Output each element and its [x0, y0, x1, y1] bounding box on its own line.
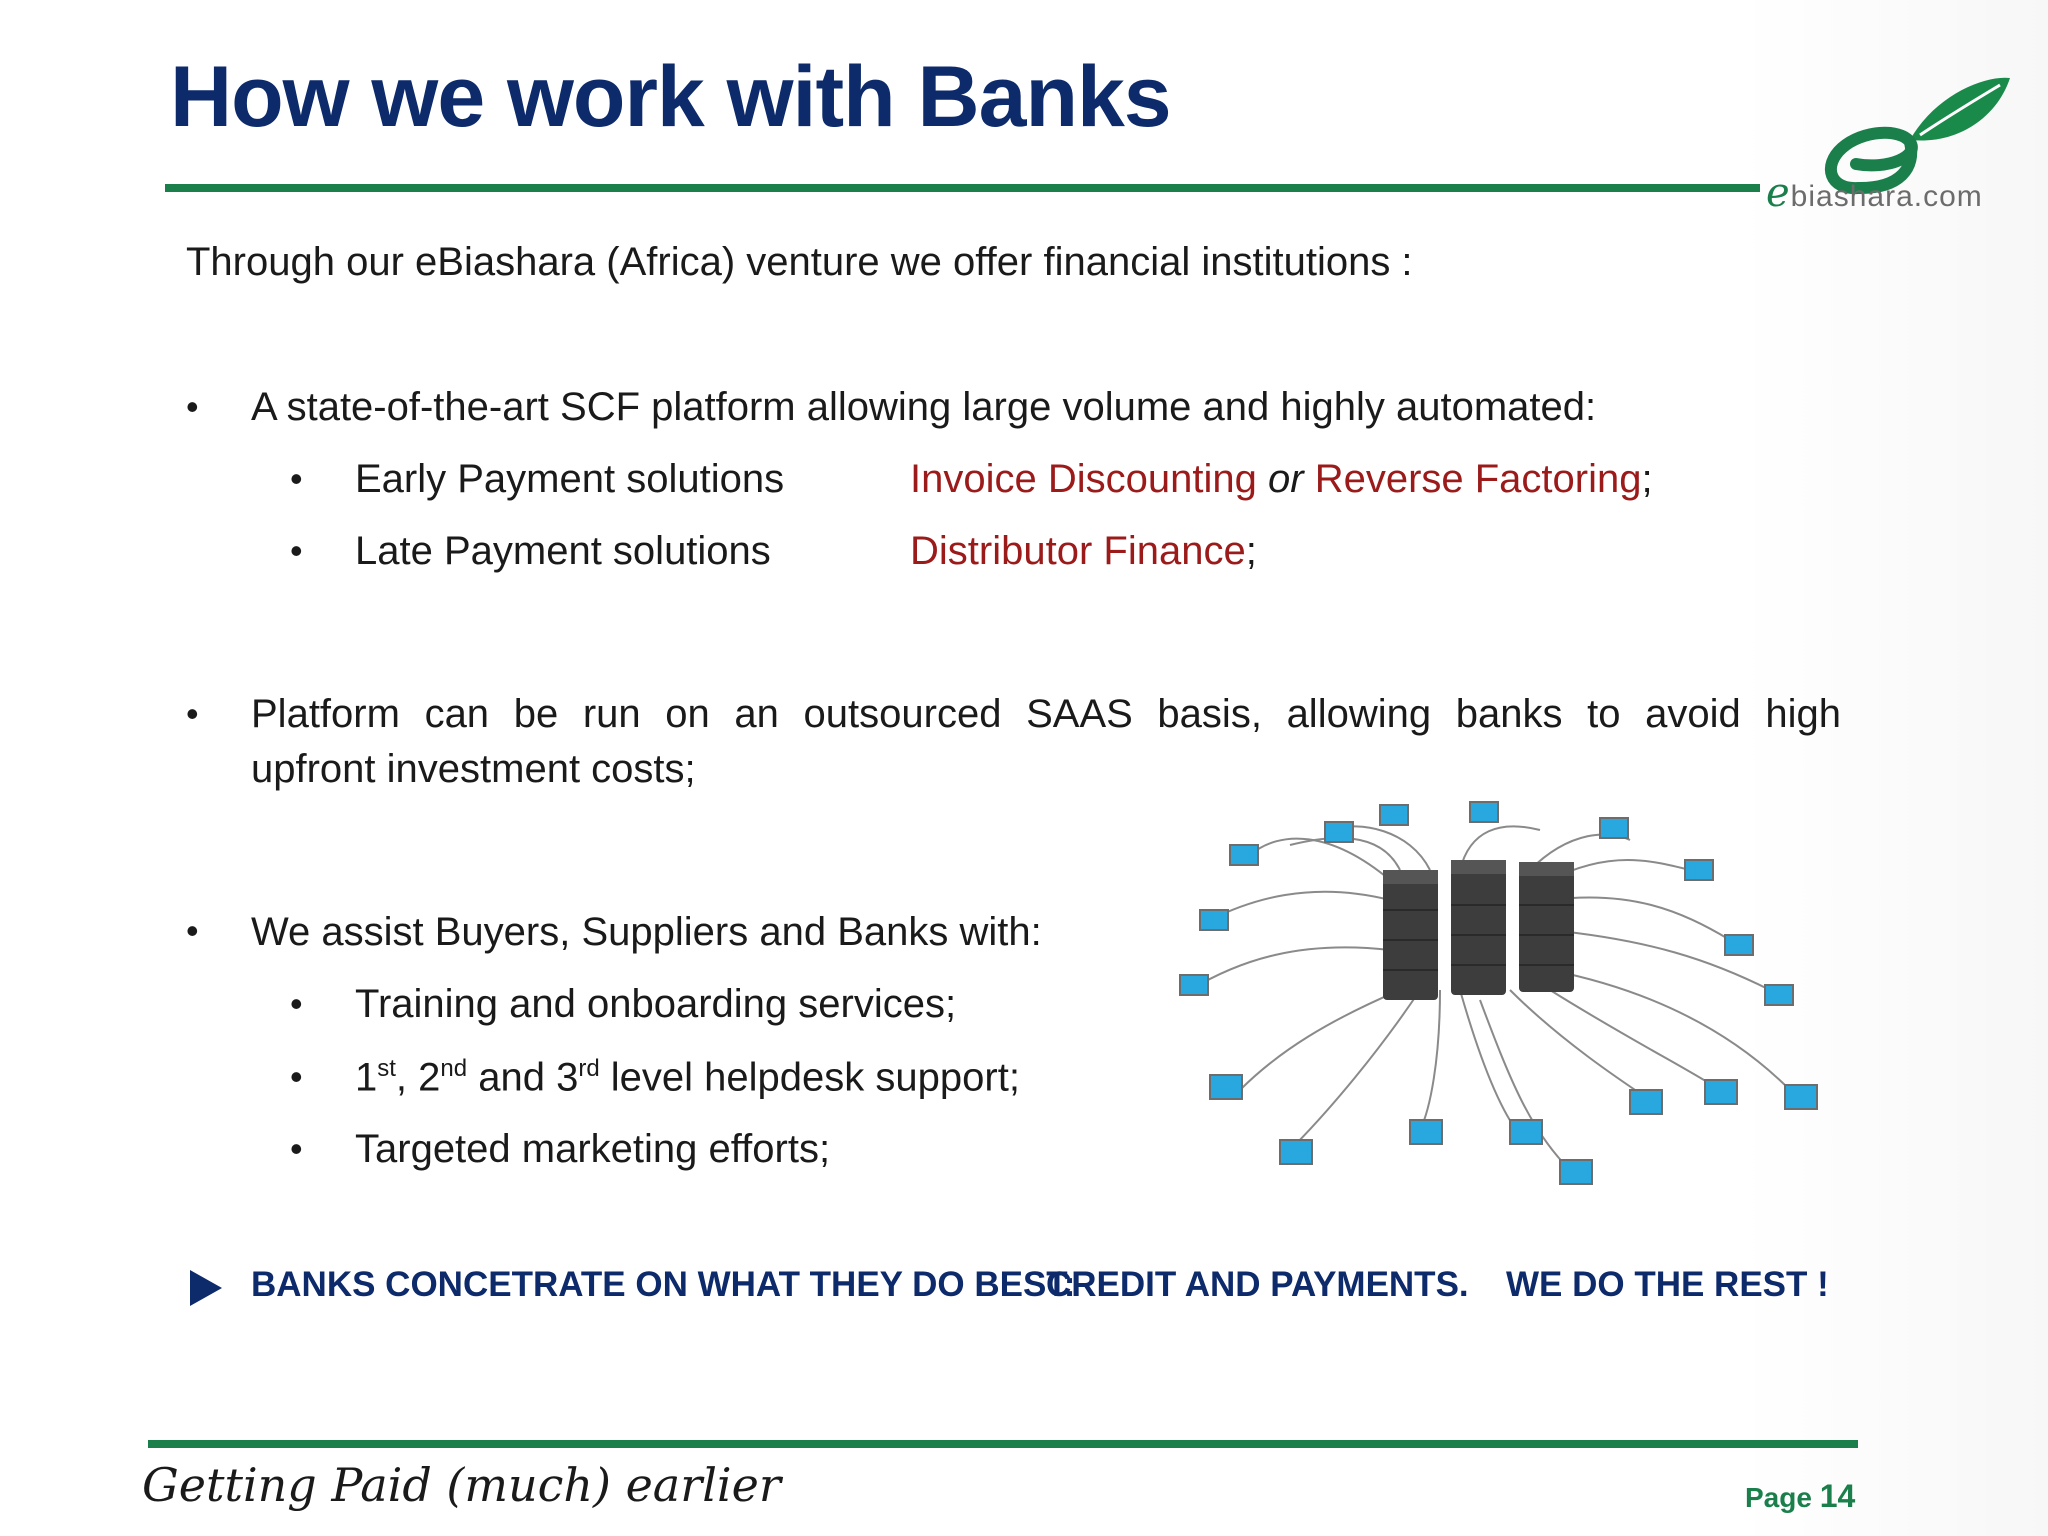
intro-text: Through our eBiashara (Africa) venture w… [186, 240, 1413, 284]
bullet-icon: • [186, 386, 199, 427]
bullet-icon: • [290, 530, 303, 571]
page-number: Page 14 [1745, 1478, 1856, 1514]
assist-bullet: We assist Buyers, Suppliers and Banks wi… [251, 910, 1042, 954]
late-payment-item: Late Payment solutions [355, 529, 771, 574]
footer-divider [148, 1440, 1858, 1448]
helpdesk-item: 1st, 2nd and 3rd level helpdesk support; [355, 1055, 1020, 1100]
callout-part3: WE DO THE REST ! [1506, 1265, 1829, 1304]
platform-bullet: A state-of-the-art SCF platform allowing… [251, 385, 1597, 429]
bullet-icon: • [290, 1128, 303, 1169]
saas-bullet-line2: upfront investment costs; [251, 747, 696, 791]
training-item: Training and onboarding services; [355, 982, 957, 1026]
callout-part2: CREDIT AND PAYMENTS. [1046, 1265, 1469, 1304]
bullet-icon: • [290, 458, 303, 499]
reverse-factoring: Reverse Factoring [1314, 457, 1642, 501]
late-payment-label: Late Payment solutions [355, 529, 771, 573]
connector-or: or [1267, 457, 1304, 501]
bullet-icon: • [290, 983, 303, 1024]
early-payment-products: Invoice Discounting or Reverse Factoring… [910, 457, 1653, 501]
callout-arrow-icon [190, 1270, 222, 1306]
late-payment-products: Distributor Finance; [910, 529, 1257, 573]
footer-tagline: Getting Paid (much) earlier [142, 1458, 781, 1512]
bullet-icon: • [186, 693, 199, 734]
server-network-icon [1179, 801, 1818, 1185]
ebiashara-logo-icon [1825, 77, 2010, 195]
early-payment-item: Early Payment solutions [355, 457, 784, 502]
early-payment-label: Early Payment solutions [355, 457, 785, 501]
page-title: How we work with Banks [170, 49, 1172, 145]
header-divider [165, 184, 1760, 192]
distributor-finance: Distributor Finance [910, 529, 1246, 573]
logo-wordmark: ebiashara.com [1766, 170, 1983, 216]
callout-part1: BANKS CONCETRATE ON WHAT THEY DO BEST: [251, 1265, 1076, 1304]
bullet-icon: • [186, 910, 199, 951]
saas-bullet-line1: Platform can be run on an outsourced SAA… [251, 692, 1841, 736]
marketing-item: Targeted marketing efforts; [355, 1127, 831, 1171]
bullet-icon: • [290, 1056, 303, 1097]
invoice-discounting: Invoice Discounting [910, 457, 1257, 501]
